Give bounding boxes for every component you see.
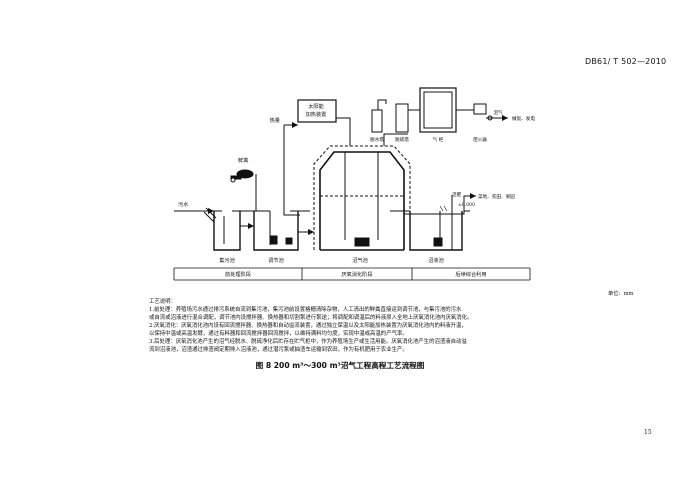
label-collect-tank: 集污池 xyxy=(219,256,235,264)
label-slurry: 沼肥 xyxy=(452,191,462,198)
label-adjust-tank: 调节池 xyxy=(268,256,284,264)
label-arrester: 阻火器 xyxy=(473,136,487,143)
label-sewage: 污水 xyxy=(178,200,189,208)
stage-post: 后续综合利用 xyxy=(455,270,486,278)
notes-title: 工艺说明： xyxy=(149,299,176,305)
label-ground: ±0.000 xyxy=(458,202,475,208)
unit-note: 单位：mm xyxy=(608,291,634,297)
notes-line: 3.后处理：厌氧消化池产生的沼气经脱水、脱硫净化后贮存在贮气柜中，作为养殖场生产… xyxy=(149,339,467,345)
notes-line: 或自流或沼液进行混合调配，调节池内设搅拌器、换热器和切割泵进行泵送；将调配和调温… xyxy=(149,315,473,321)
label-desulfur: 脱硫塔 xyxy=(395,136,409,143)
label-digester: 沼气池 xyxy=(352,256,368,264)
label-dewater: 脱水塔 xyxy=(370,136,384,143)
adjusting-tank xyxy=(253,211,299,251)
label-gas-use: 做饭、发电 xyxy=(512,115,535,122)
standard-code: DB61/ T 502—2010 xyxy=(585,57,667,66)
notes-line: 以保持中温或高温发酵，通过有料器和回流搅拌器回流搅拌，以维持满料均匀度，实现中温… xyxy=(149,331,408,337)
dewater-tower xyxy=(371,109,383,133)
page-number: 15 xyxy=(644,429,652,436)
label-solar-1: 太阳能 xyxy=(308,102,324,110)
label-gasholder: 气 柜 xyxy=(433,136,444,143)
flame-arrester xyxy=(473,103,487,115)
notes-line: 流到沼液池，沼渣通过排渣阀定期排入沼液池，通过潜污泵或抽渣车运输到农田，作为有机… xyxy=(149,347,408,353)
process-notes: 工艺说明： 1.前处理：养殖场污水通过排污系统自流到集污池，集污池前设置格栅清除… xyxy=(149,298,524,354)
process-flow-diagram: 太阳能 加热装置 热量 鲜粪 污水 脱水塔 脱硫塔 气 柜 阻火器 沼气 做饭、… xyxy=(173,87,535,281)
label-slurry-tank: 沼液池 xyxy=(428,256,444,264)
label-solar-2: 加热装置 xyxy=(306,110,327,118)
stage-anaerobic: 厌氧消化阶段 xyxy=(341,270,372,278)
slurry-tank xyxy=(409,195,463,251)
label-farmland: 菜地、农田、果园 xyxy=(478,193,515,200)
solar-heating-box xyxy=(297,99,337,123)
label-pig: 鲜粪 xyxy=(238,156,248,164)
stage-pre: 前处理阶段 xyxy=(225,270,251,278)
gas-holder xyxy=(419,87,457,133)
label-biogas: 沼气 xyxy=(493,109,503,116)
pig-icon xyxy=(230,169,254,183)
digester-tank xyxy=(313,145,411,251)
desulfur-tower xyxy=(395,103,409,133)
label-heat: 热量 xyxy=(270,116,280,124)
figure-caption: 图 8 200 m³～300 m³沼气工程高程工艺流程图 xyxy=(255,361,425,370)
notes-line: 2.厌氧消化：厌氧消化池内设有回流搅拌器、换热器和自动溢流装置，通过独立保温以及… xyxy=(149,323,467,329)
collection-tank xyxy=(213,211,241,251)
notes-line: 1.前处理：养殖场污水通过排污系统自流到集污池，集污池前设置格栅清除杂物，人工清… xyxy=(149,307,462,313)
